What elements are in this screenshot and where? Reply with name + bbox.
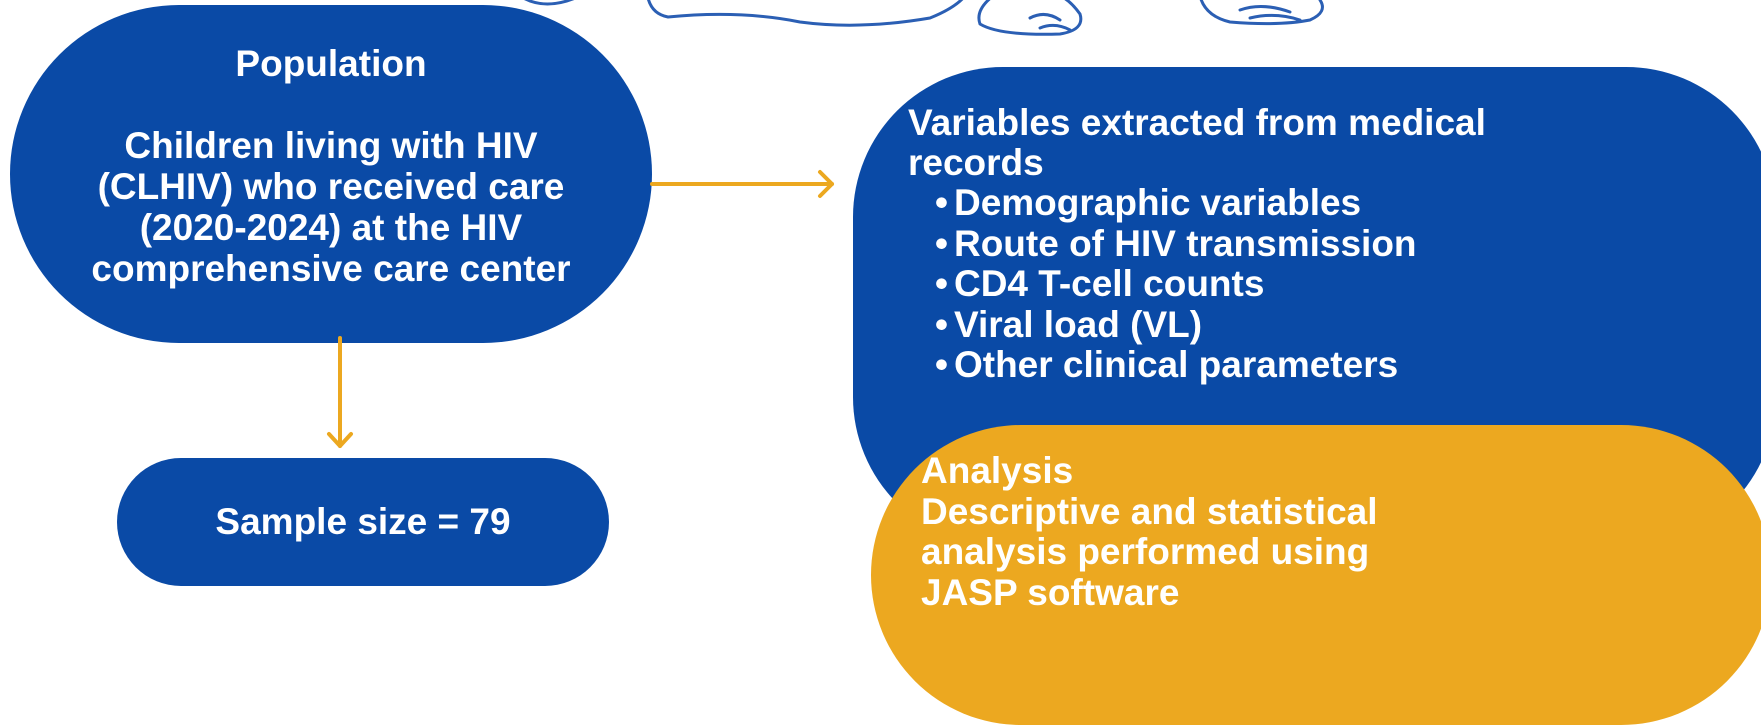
variables-list-item: •CD4 T-cell counts	[935, 263, 1265, 304]
arrow-down-head-icon	[327, 432, 353, 448]
variables-list-item: •Viral load (VL)	[935, 303, 1203, 345]
bullet-icon: •	[935, 222, 948, 264]
population-line: (2020-2024) at the HIV	[139, 207, 523, 248]
analysis-box: Analysis Descriptive and statistical ana…	[871, 425, 1761, 725]
analysis-body: Descriptive and statistical analysis per…	[921, 490, 1378, 613]
bullet-icon: •	[935, 182, 948, 223]
bullet-icon: •	[935, 263, 948, 304]
population-heading: Population	[235, 43, 427, 84]
bullet-icon: •	[935, 303, 948, 345]
population-line: (CLHIV) who received care	[97, 166, 565, 207]
variables-list: •Demographic variables •Route of HIV tra…	[908, 182, 1761, 386]
population-box: Population Children living with HIV (CLH…	[10, 5, 652, 343]
population-line: Children living with HIV	[124, 125, 538, 166]
sample-size-label: Sample size = 79	[215, 501, 511, 542]
sample-size-box: Sample size = 79	[117, 458, 609, 586]
population-line: comprehensive care center	[91, 248, 571, 289]
analysis-heading: Analysis	[921, 450, 1074, 491]
variables-list-item: •Route of HIV transmission	[935, 222, 1417, 264]
arrow-right-head-icon	[818, 170, 834, 198]
bullet-icon: •	[935, 344, 948, 385]
variables-list-item: •Demographic variables	[935, 182, 1362, 223]
variables-heading: Variables extracted from medical records	[908, 102, 1486, 183]
variables-list-item: •Other clinical parameters	[935, 344, 1399, 385]
